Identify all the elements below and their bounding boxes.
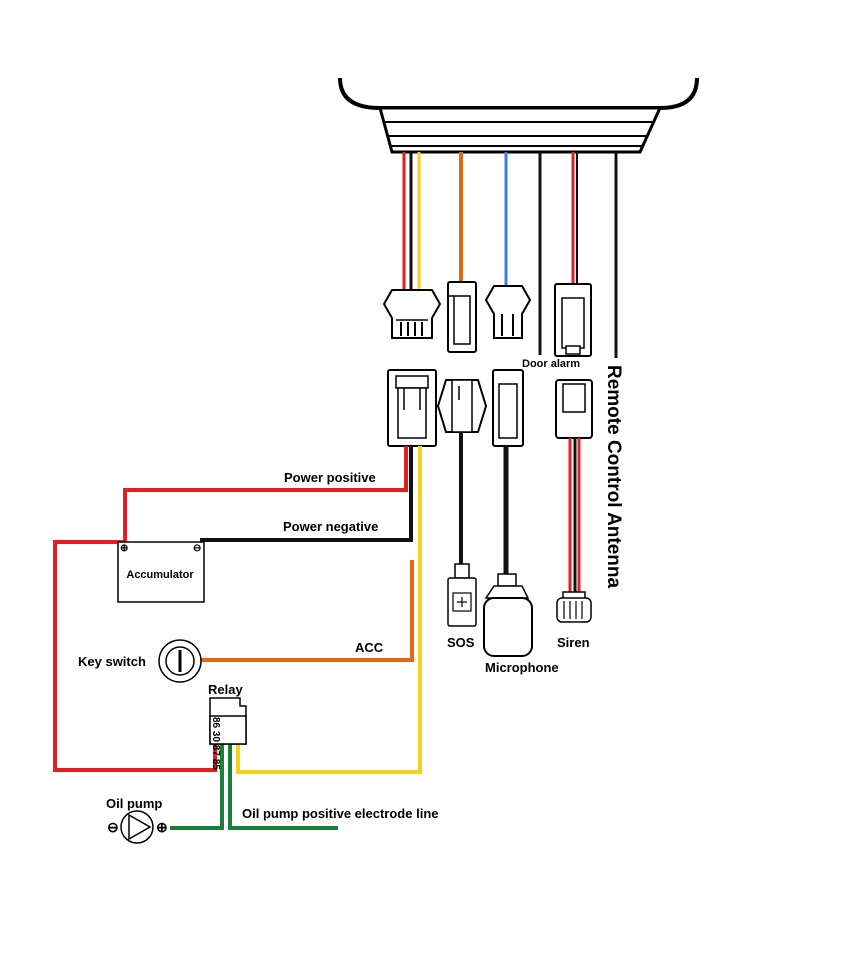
device-body [338,77,699,154]
upper-connector-power [382,289,442,339]
oil-pump-wire-right [228,744,338,830]
acc-wire [200,560,414,662]
accumulator-minus-icon: ⊖ [193,543,201,554]
relay: 86 30 87 85 [209,697,247,770]
lower-connector-siren [555,379,593,439]
siren [556,591,592,623]
accumulator: Accumulator ⊕ ⊖ [117,541,205,603]
power-negative-wire [200,446,413,542]
sos-label: SOS [447,635,475,650]
microphone-label: Microphone [485,660,559,675]
relay-pin-labels: 86 30 87 85 [210,717,221,770]
oil-pump-plus-icon: ⊕ [156,819,168,835]
lower-connector-sos [436,379,488,433]
oil-pump-label: Oil pump [106,796,162,811]
accumulator-label: Accumulator [126,569,194,581]
siren-label: Siren [557,635,590,650]
oil-pump-wire-left [170,744,224,830]
remote-control-antenna-label: Remote Control Antenna [603,365,624,589]
acc-label: ACC [355,640,384,655]
upper-connector-acc [447,281,477,353]
microphone [483,573,533,657]
lower-connector-power [387,369,437,447]
oil-pump-line-label: Oil pump positive electrode line [242,806,439,821]
lower-wires [459,432,581,592]
lower-connector-mic [492,369,524,447]
power-positive-label: Power positive [284,470,376,485]
door-alarm-label: Door alarm [522,358,580,370]
key-switch [158,639,202,683]
power-negative-label: Power negative [283,519,378,534]
key-switch-label: Key switch [78,654,146,669]
accumulator-plus-icon: ⊕ [120,543,128,554]
oil-pump: ⊖ ⊕ [107,810,168,844]
sos-button [447,563,477,627]
relay-label: Relay [208,682,243,697]
oil-pump-minus-icon: ⊖ [107,819,119,835]
upper-connector-mic [484,285,532,339]
yellow-wire [236,446,422,774]
harness-wires [402,152,618,358]
power-positive-wire [123,446,408,542]
upper-connector-siren [554,283,592,357]
relay-power-wire [53,540,217,772]
